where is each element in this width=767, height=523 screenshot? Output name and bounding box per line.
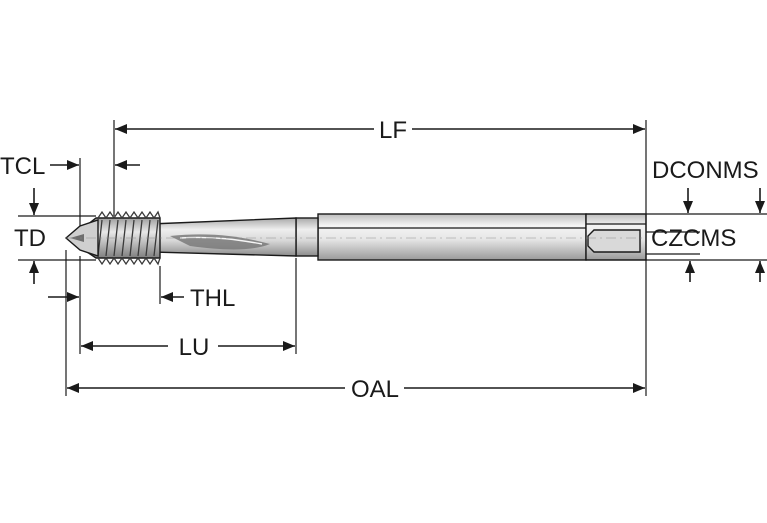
label-dconms: DCONMS bbox=[652, 157, 759, 184]
label-thl: THL bbox=[190, 285, 235, 312]
label-czcms: CZCMS bbox=[651, 225, 736, 252]
label-td: TD bbox=[14, 225, 46, 252]
dimension-lu: LU bbox=[81, 334, 295, 361]
label-tcl: TCL bbox=[0, 153, 45, 180]
dimension-thl: THL bbox=[48, 285, 235, 312]
extension-lines bbox=[18, 120, 767, 396]
dimension-td: TD bbox=[14, 188, 46, 284]
dimension-czcms: CZCMS bbox=[651, 225, 765, 282]
label-oal: OAL bbox=[351, 376, 399, 403]
dimension-tcl: TCL bbox=[0, 153, 140, 180]
tap-collar bbox=[295, 217, 319, 257]
label-lf: LF bbox=[379, 117, 407, 144]
dimension-dconms: DCONMS bbox=[652, 157, 765, 213]
tap-tool bbox=[64, 210, 647, 266]
dimension-oal: OAL bbox=[67, 376, 645, 403]
label-lu: LU bbox=[179, 334, 210, 361]
tap-shank bbox=[317, 213, 587, 261]
dimension-lf: LF bbox=[115, 117, 645, 144]
